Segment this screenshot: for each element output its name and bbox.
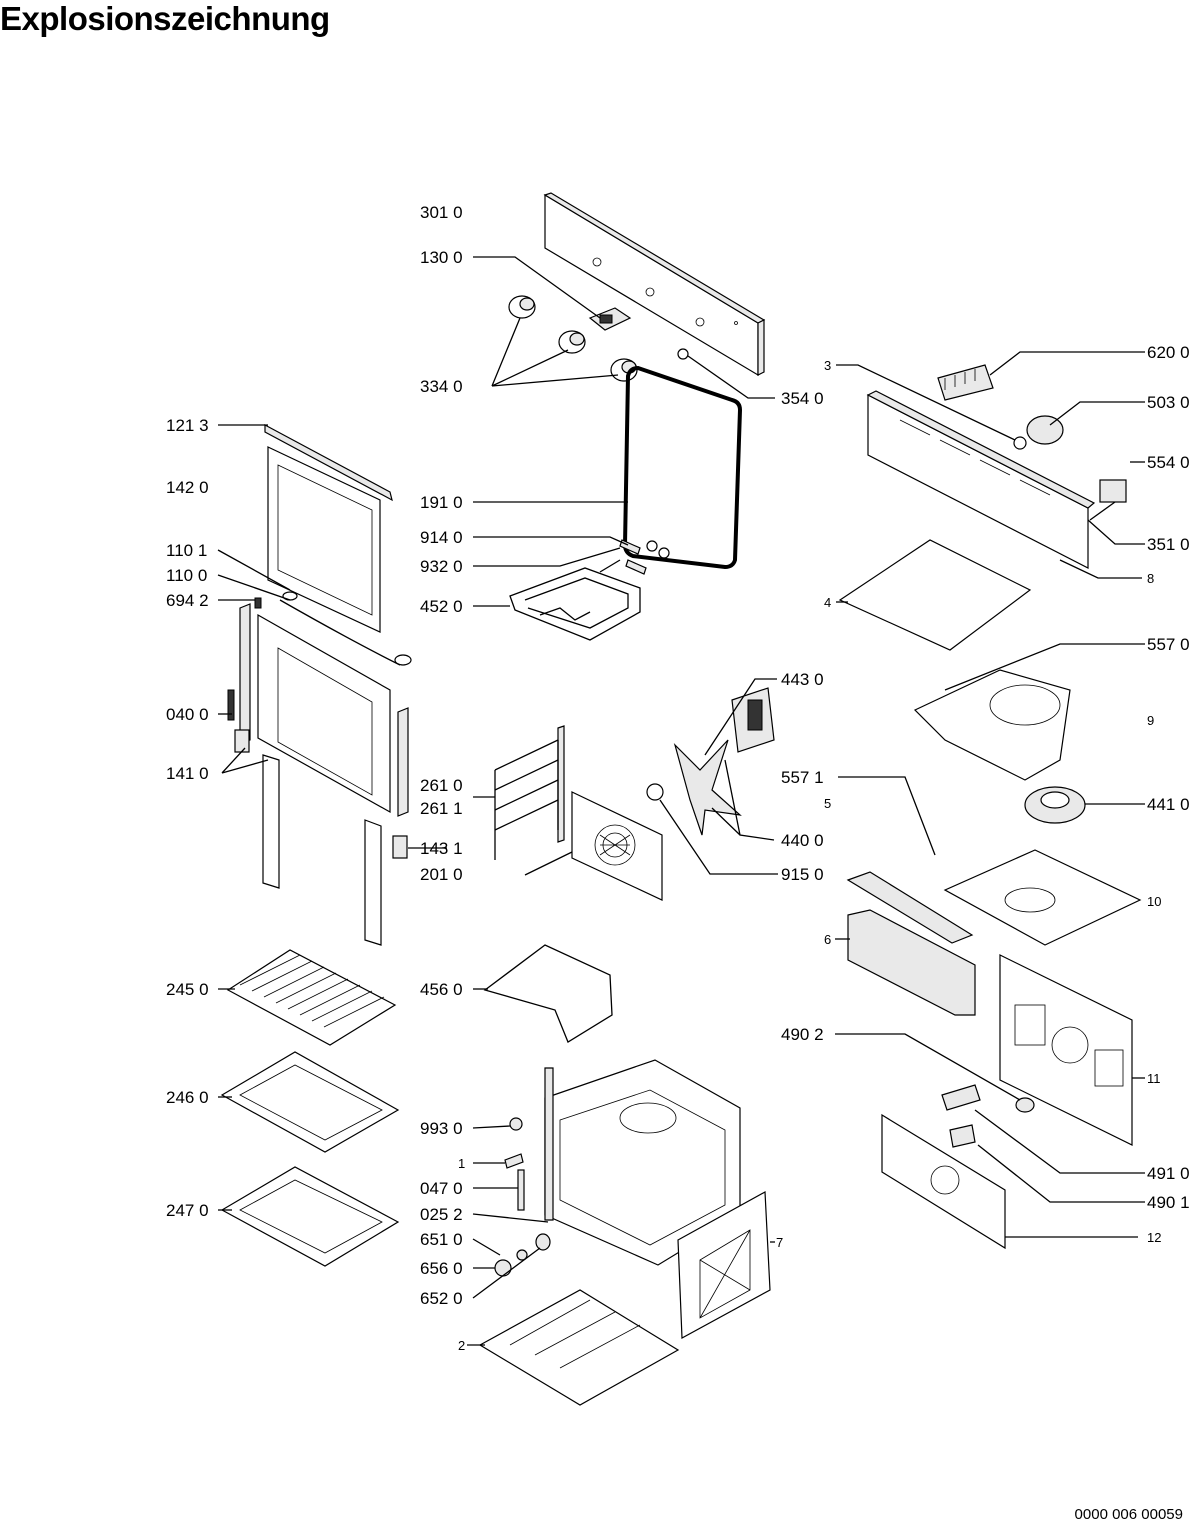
label-554-0: 554 0: [1147, 453, 1190, 472]
label-993-0: 993 0: [420, 1119, 463, 1138]
fan-motor-parts: [646, 687, 775, 836]
label-440-0: 440 0: [781, 831, 824, 850]
label-620-0: 620 0: [1147, 343, 1190, 362]
label-047-0: 047 0: [420, 1179, 463, 1198]
label-443-0: 443 0: [781, 670, 824, 689]
label-11: 11: [1147, 1071, 1161, 1086]
label-5: 5: [824, 796, 831, 811]
control-panel-part: [543, 192, 766, 377]
switch-part: [588, 307, 632, 331]
label-491-0: 491 0: [1147, 1164, 1190, 1183]
label-557-1: 557 1: [781, 768, 824, 787]
label-2: 2: [458, 1338, 465, 1353]
label-694-2: 694 2: [166, 591, 209, 610]
label-351-0: 351 0: [1147, 535, 1190, 554]
label-130-0: 130 0: [420, 248, 463, 267]
label-354-0: 354 0: [781, 389, 824, 408]
label-261-0: 261 0: [420, 776, 463, 795]
label-10: 10: [1147, 894, 1161, 909]
label-3: 3: [824, 358, 831, 373]
label-334-0: 334 0: [420, 377, 463, 396]
label-452-0: 452 0: [420, 597, 463, 616]
page-title: Explosionszeichnung: [0, 0, 330, 37]
label-143-1: 143 1: [420, 839, 463, 858]
label-141-0: 141 0: [166, 764, 209, 783]
label-6: 6: [824, 932, 831, 947]
label-142-0: 142 0: [166, 478, 209, 497]
label-245-0: 245 0: [166, 980, 209, 999]
label-932-0: 932 0: [420, 557, 463, 576]
document-number: 0000 006 00059: [1074, 1506, 1183, 1523]
label-441-0: 441 0: [1147, 795, 1190, 814]
label-1: 1: [458, 1156, 465, 1171]
label-914-0: 914 0: [420, 528, 463, 547]
side-rack-parts: [494, 725, 663, 901]
label-247-0: 247 0: [166, 1201, 209, 1220]
label-110-1: 110 1: [166, 541, 207, 560]
label-490-2: 490 2: [781, 1025, 824, 1044]
door-parts: [227, 423, 412, 946]
leader-lines: [217, 256, 1145, 1346]
label-191-0: 191 0: [420, 493, 463, 512]
label-557-0: 557 0: [1147, 635, 1190, 654]
oven-cavity-part: [478, 1059, 771, 1406]
label-301-0: 301 0: [420, 203, 463, 222]
right-panel-parts: [838, 364, 1142, 1250]
label-8: 8: [1147, 571, 1154, 586]
label-4: 4: [824, 595, 831, 610]
label-656-0: 656 0: [420, 1259, 463, 1278]
gasket-heater-parts: [509, 365, 743, 641]
label-110-0: 110 0: [166, 566, 207, 585]
label-025-2: 025 2: [420, 1205, 463, 1224]
label-201-0: 201 0: [420, 865, 463, 884]
tray-parts: [220, 944, 613, 1267]
label-261-1: 261 1: [420, 799, 463, 818]
label-12: 12: [1147, 1230, 1161, 1245]
label-503-0: 503 0: [1147, 393, 1190, 412]
label-9: 9: [1147, 713, 1154, 728]
part-labels: 301 0 130 0 334 0 354 0 121 3 142 0 191 …: [166, 203, 1190, 1353]
label-7: 7: [776, 1235, 783, 1250]
label-121-3: 121 3: [166, 416, 209, 435]
label-246-0: 246 0: [166, 1088, 209, 1107]
label-651-0: 651 0: [420, 1230, 463, 1249]
label-456-0: 456 0: [420, 980, 463, 999]
label-915-0: 915 0: [781, 865, 824, 884]
label-490-1: 490 1: [1147, 1193, 1190, 1212]
label-040-0: 040 0: [166, 705, 209, 724]
label-652-0: 652 0: [420, 1289, 463, 1308]
